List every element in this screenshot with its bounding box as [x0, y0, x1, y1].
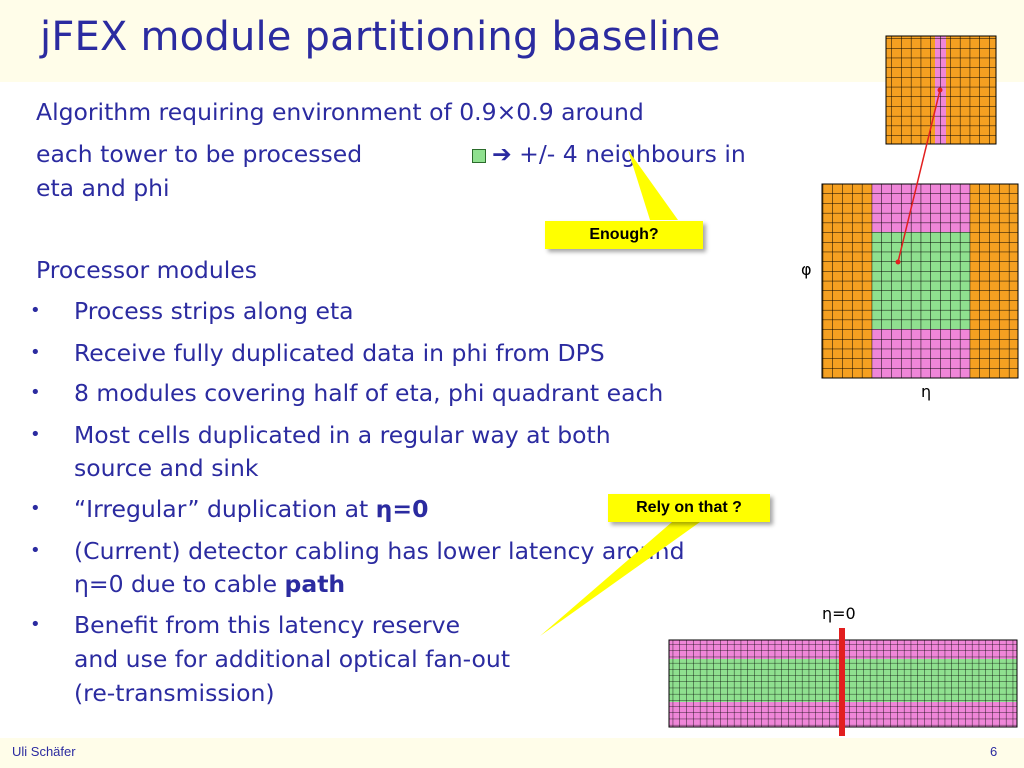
callout-pointer-rely — [540, 522, 700, 636]
title-band — [0, 0, 1024, 82]
bullet-5-prefix: “Irregular” duplication at — [74, 495, 376, 523]
intro-line-2-after: ➔ +/- 4 neighbours in — [492, 140, 746, 168]
bullet-marker: • — [30, 498, 41, 519]
connector-dot-bottom — [895, 259, 901, 265]
page-number: 6 — [990, 744, 998, 759]
bullet-5: “Irregular” duplication at η=0 — [74, 493, 428, 526]
bullet-3: 8 modules covering half of eta, phi quad… — [74, 379, 664, 407]
connector-dot-top — [937, 87, 943, 93]
intro-line-2: each tower to be processed — [36, 138, 362, 171]
bullet-4-line-1: Most cells duplicated in a regular way a… — [74, 421, 611, 449]
eta-zero-label: η=0 — [822, 604, 856, 623]
bullet-7-line-2: and use for additional optical fan-out — [74, 645, 511, 673]
bullet-6-line-2-prefix: η=0 due to cable — [74, 570, 285, 598]
bullet-4-line-2: source and sink — [74, 454, 259, 482]
bullet-5-bold: η=0 — [375, 495, 429, 523]
bullet-marker: • — [30, 300, 41, 321]
section-heading: Processor modules — [36, 256, 257, 284]
bullet-6-line-2-bold: path — [284, 570, 346, 598]
intro-line-3: eta and phi — [36, 174, 170, 202]
bullet-marker: • — [30, 614, 41, 635]
footer-band — [0, 738, 1024, 768]
bullet-2: Receive fully duplicated data in phi fro… — [74, 339, 605, 367]
connector-line — [897, 89, 941, 263]
bullet-marker: • — [30, 342, 41, 363]
medium-grid — [821, 183, 1019, 379]
callout-pointer-enough — [628, 150, 678, 220]
bullet-6-line-1: (Current) detector cabling has lower lat… — [74, 537, 685, 565]
bullet-7-line-1: Benefit from this latency reserve — [74, 611, 461, 639]
intro-line-1: Algorithm requiring environment of 0.9×0… — [36, 98, 644, 126]
intro-line-2-right: ➔ +/- 4 neighbours in — [472, 138, 746, 171]
eta-label: η — [921, 382, 932, 401]
bullet-marker: • — [30, 424, 41, 445]
callout-rely: Rely on that ? — [608, 494, 770, 522]
callout-enough: Enough? — [545, 221, 703, 249]
eta-zero-line — [839, 628, 845, 736]
intro-line-2-before: each tower to be processed — [36, 140, 363, 168]
bullet-marker: • — [30, 382, 41, 403]
slide-title: jFEX module partitioning baseline — [40, 14, 721, 60]
footer-author: Uli Schäfer — [12, 744, 76, 759]
tower-square-icon — [472, 148, 486, 163]
bullet-6-line-2: η=0 due to cable path — [74, 568, 345, 601]
bullet-marker: • — [30, 540, 41, 561]
bullet-1: Process strips along eta — [74, 297, 354, 325]
phi-label: φ — [801, 260, 812, 279]
bullet-7-line-3: (re-transmission) — [74, 679, 275, 707]
